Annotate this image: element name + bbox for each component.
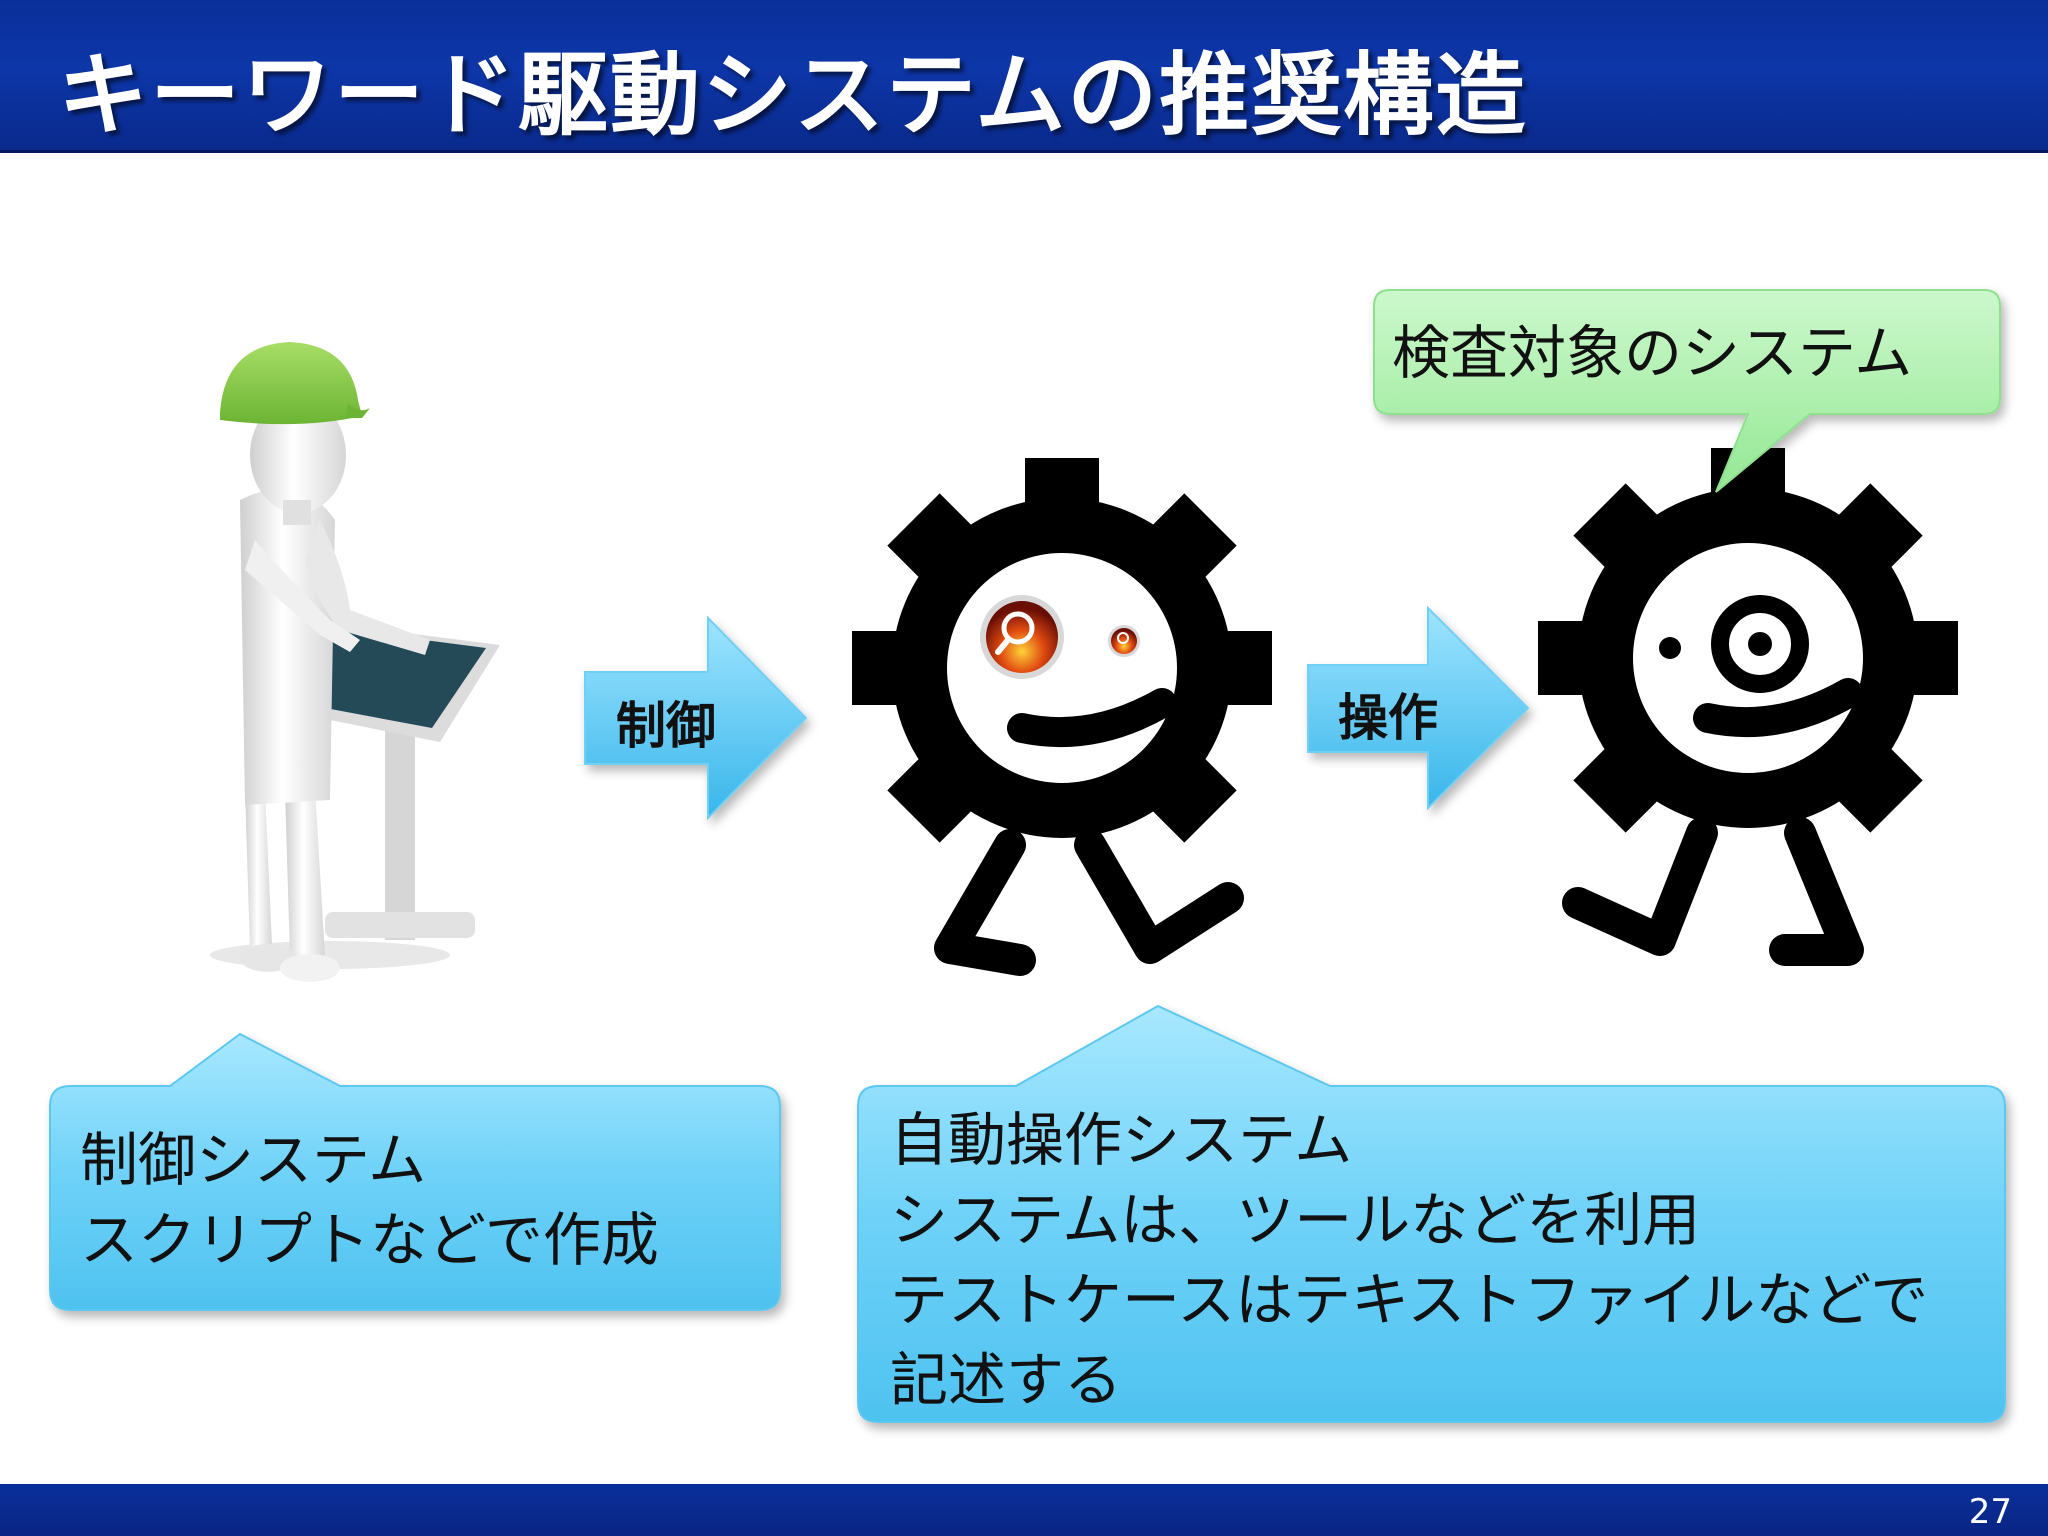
automation-system-line: 記述する <box>890 1346 1123 1414</box>
magnifier-icon <box>976 591 1142 683</box>
operate-arrow <box>1307 605 1530 811</box>
control-system-callout <box>49 1032 781 1311</box>
automation-system-line: テストケースはテキストファイルなどで <box>890 1266 1929 1334</box>
control-arrow <box>584 615 808 821</box>
worker-figure-icon <box>210 342 500 982</box>
footer-bar <box>0 1484 2048 1536</box>
target-system-callout <box>1373 289 2001 493</box>
automation-system-callout <box>857 1004 2006 1423</box>
page-number: 27 <box>1968 1492 2012 1532</box>
automation-system-line: 自動操作システム <box>890 1106 1353 1174</box>
control-system-line: 制御システム <box>80 1126 427 1194</box>
slide-title: キーワード駆動システムの推奨構造 <box>58 43 1528 148</box>
automation-system-line: システムは、ツールなどを利用 <box>890 1186 1701 1254</box>
title-bar <box>0 0 2048 153</box>
target-gear-character-icon <box>1538 448 1958 966</box>
control-arrow-label: 制御 <box>616 697 716 755</box>
operate-arrow-label: 操作 <box>1338 689 1438 747</box>
automation-gear-character-icon <box>852 458 1272 976</box>
control-system-line: スクリプトなどで作成 <box>80 1206 659 1274</box>
control-system-text: 制御システム スクリプトなどで作成 <box>80 1120 659 1280</box>
target-system-label: 検査対象のシステム <box>1392 319 1913 387</box>
automation-system-text: 自動操作システム システムは、ツールなどを利用 テストケースはテキストファイルな… <box>890 1100 1928 1420</box>
